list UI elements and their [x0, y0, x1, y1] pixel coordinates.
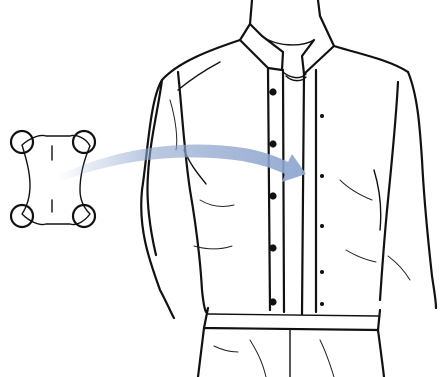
undershirt [283, 72, 306, 81]
shirt-button [269, 192, 276, 199]
shirt-collar [240, 16, 334, 74]
buttonhole [320, 224, 324, 228]
shirt-button [269, 140, 276, 147]
button-stay-icon [11, 131, 95, 227]
buttonhole [320, 114, 324, 118]
shirt-button [269, 298, 276, 305]
buttonhole [320, 270, 324, 274]
trousers [198, 308, 384, 377]
shirt-illustration [141, 0, 436, 377]
shirt-left-panel [141, 40, 284, 318]
buttonhole [320, 302, 324, 306]
shirt-button [269, 244, 276, 251]
shirt-button [269, 88, 276, 95]
neck [250, 0, 320, 24]
buttonhole [320, 174, 324, 178]
